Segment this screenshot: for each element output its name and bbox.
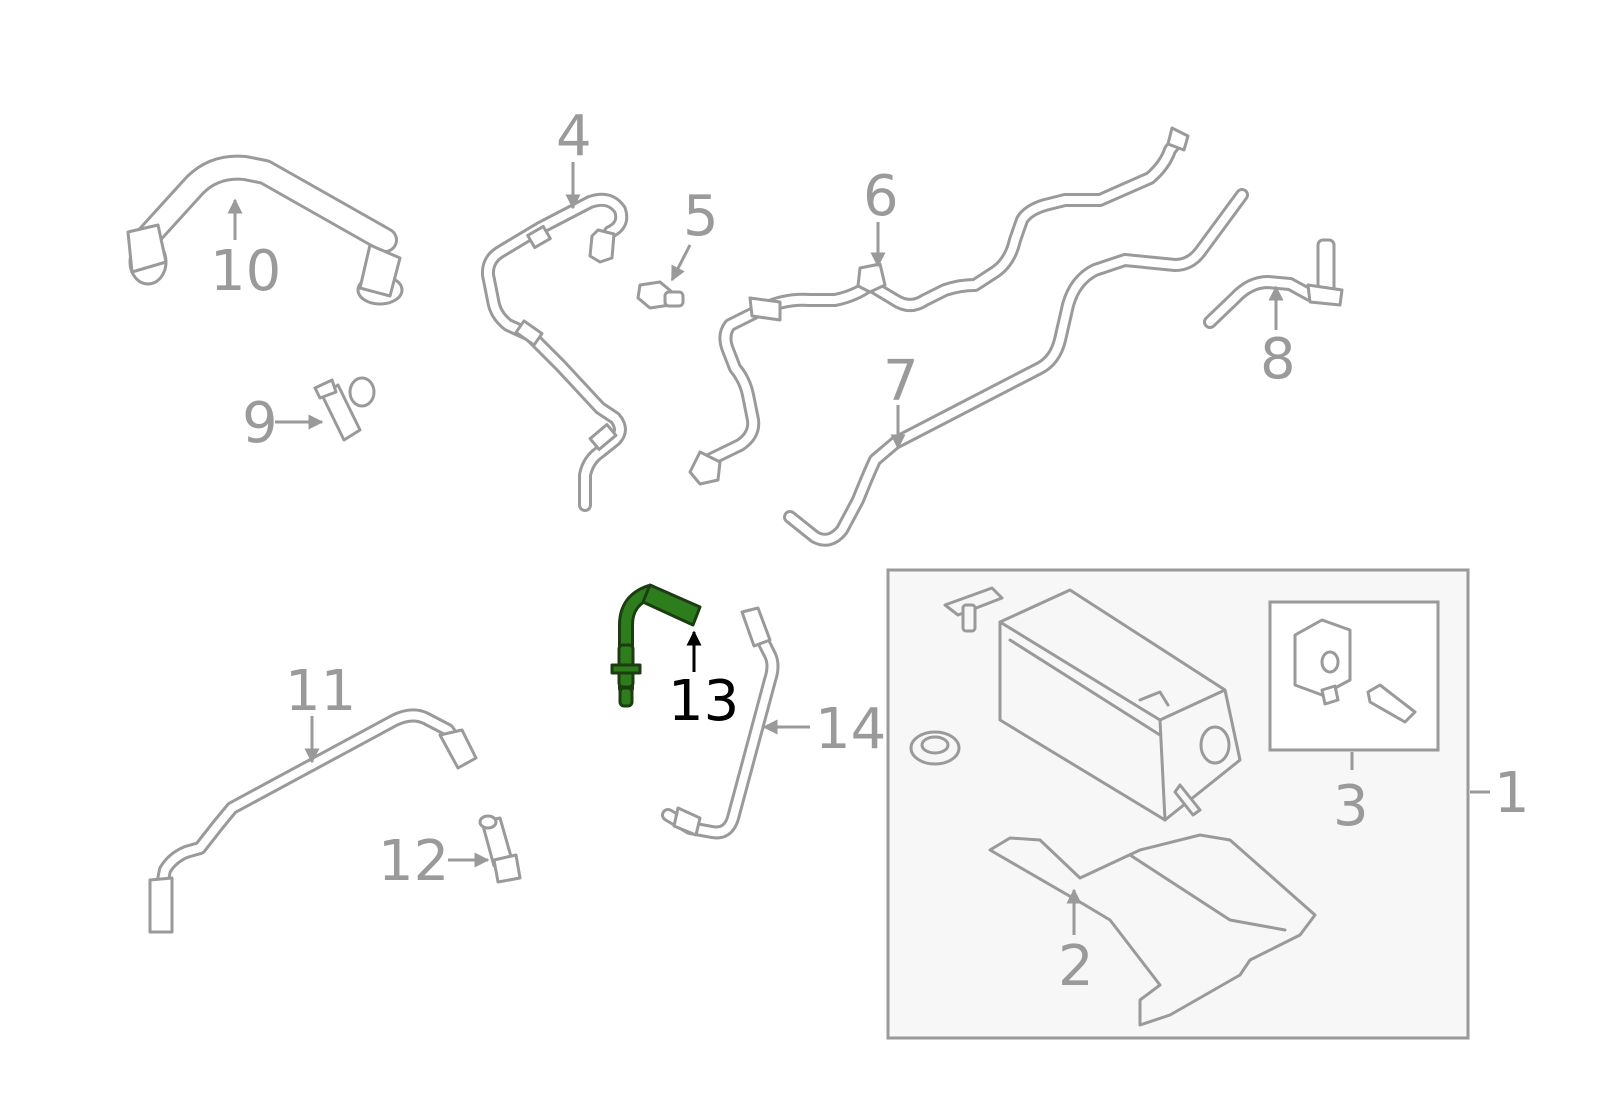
callouts	[227, 162, 1490, 935]
part-14-sensor[interactable]	[661, 606, 780, 840]
label-5: 5	[683, 184, 719, 249]
label-1: 1	[1494, 761, 1530, 826]
part-5-fitting[interactable]	[636, 280, 685, 310]
part-6-vapor-line[interactable]	[688, 126, 1190, 486]
part-7-line[interactable]	[783, 188, 1249, 547]
label-14: 14	[815, 697, 886, 762]
part-10-hose[interactable]	[126, 154, 404, 306]
label-3: 3	[1333, 774, 1369, 839]
part-2-shield	[988, 833, 1317, 1027]
label-4: 4	[556, 104, 592, 169]
part-11-hose[interactable]	[148, 708, 478, 934]
label-6: 6	[863, 164, 899, 229]
label-12: 12	[378, 829, 449, 894]
label-9: 9	[242, 391, 278, 456]
part-9-valve[interactable]	[313, 376, 376, 442]
label-2: 2	[1058, 934, 1094, 999]
part-4-vacuum-line[interactable]	[480, 192, 629, 512]
part-13-sensor-highlighted[interactable]	[610, 583, 702, 708]
part-3-valve-kit[interactable]	[1268, 600, 1440, 752]
label-8: 8	[1260, 327, 1296, 392]
part-labels: 10 4 5 6 7 8 9 11 12 13 14 2 3 1	[210, 104, 1530, 999]
part-8-hose[interactable]	[1203, 238, 1344, 329]
label-7: 7	[883, 349, 919, 414]
label-13: 13	[668, 669, 739, 734]
label-10: 10	[210, 239, 281, 304]
part-12-valve[interactable]	[478, 814, 522, 884]
callout-5	[670, 244, 692, 282]
label-11: 11	[285, 659, 356, 724]
